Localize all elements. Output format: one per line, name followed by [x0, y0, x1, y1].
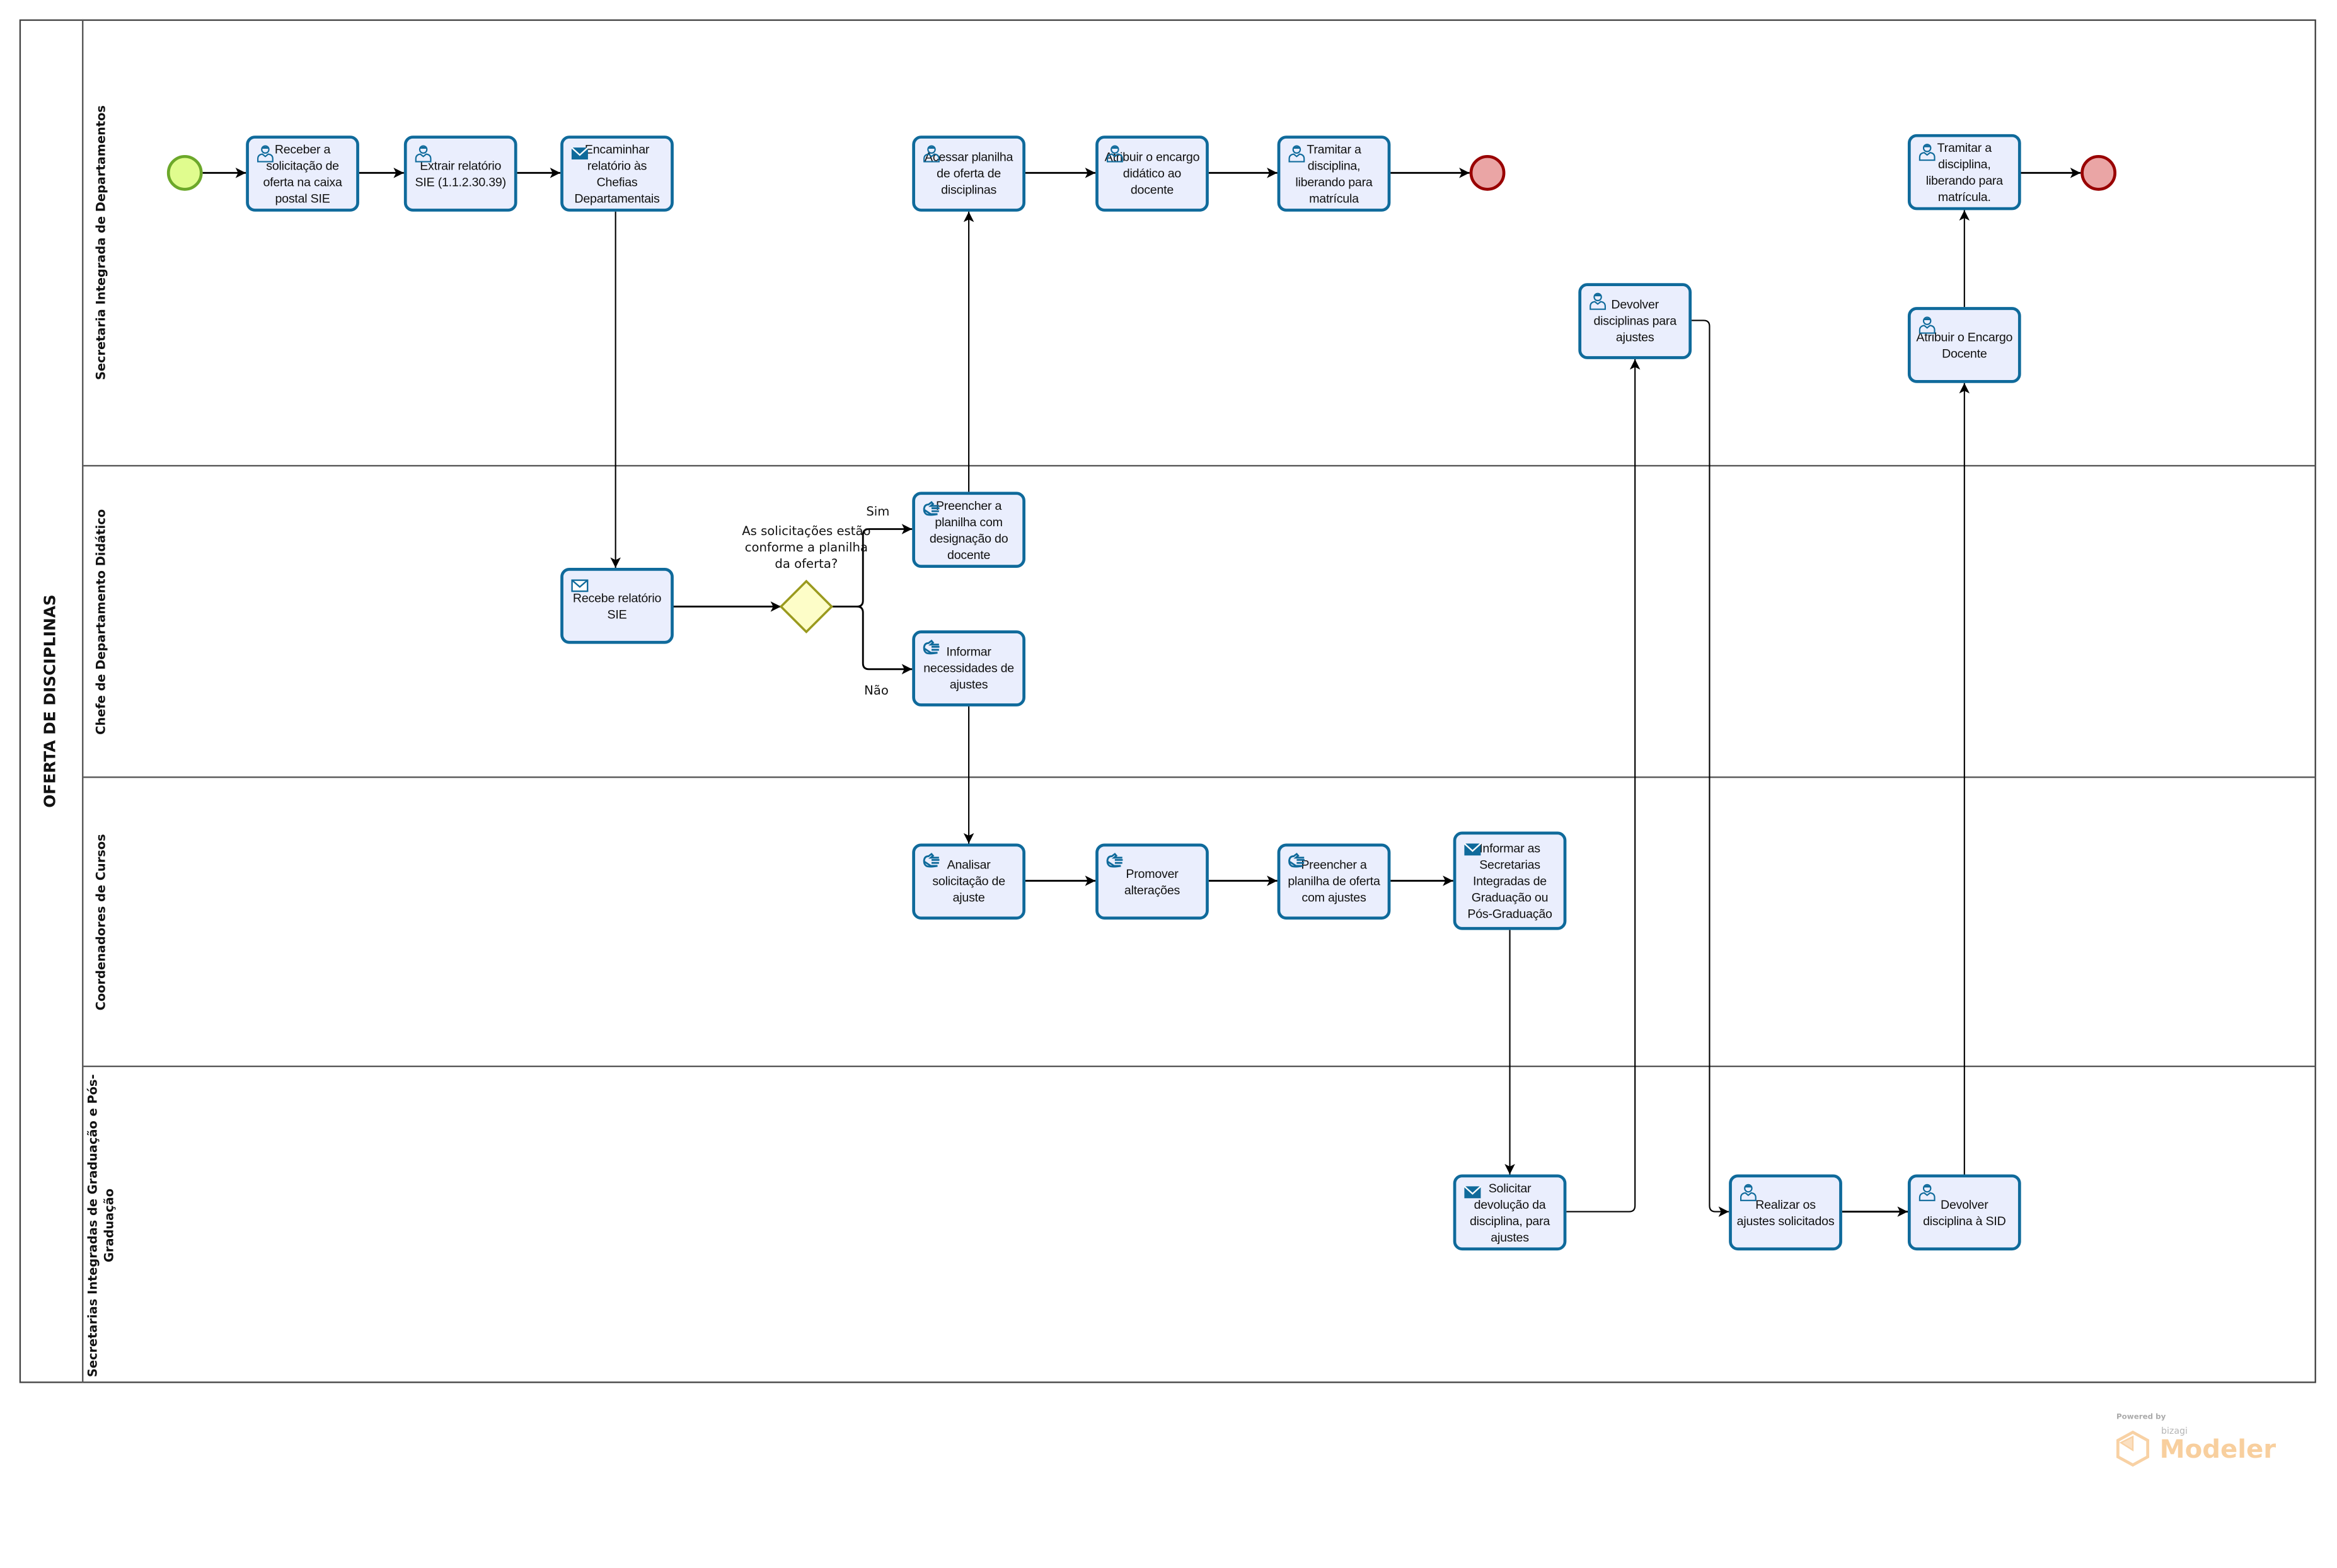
pool — [19, 19, 2316, 1383]
hand-icon — [1288, 853, 1305, 870]
task-tramitar-disciplina-2[interactable]: Tramitar a disciplina, liberando para ma… — [1907, 134, 2021, 210]
lane-secretaria-departamentos — [83, 20, 2316, 467]
user-icon — [923, 144, 940, 162]
flow-devolver-to-realizar[interactable] — [1692, 320, 1729, 1217]
task-atribuir-encargo[interactable]: Atribuir o encargo didático ao docente — [1095, 135, 1209, 212]
modeler-text: Modeler — [2159, 1435, 2276, 1465]
exclusive-gateway[interactable] — [779, 579, 834, 634]
task-tramitar-disciplina[interactable]: Tramitar a disciplina, liberando para ma… — [1277, 135, 1391, 212]
hand-icon — [923, 639, 940, 657]
user-icon — [1918, 143, 1936, 161]
task-preencher-planilha-ajustes[interactable]: Preencher a planilha de oferta com ajust… — [1277, 843, 1391, 920]
flow-gateway-nao[interactable] — [857, 606, 913, 675]
bizagi-modeler-logo: Powered by bizagi Modeler — [2113, 1411, 2277, 1478]
user-icon — [414, 144, 432, 162]
user-icon — [1918, 316, 1936, 333]
pool-header: OFERTA DE DISCIPLINAS — [20, 19, 84, 1383]
user-icon — [1589, 292, 1607, 310]
task-solicitar-devolucao[interactable]: Solicitar devolução da disciplina, para … — [1453, 1174, 1567, 1251]
powered-by-text: Powered by — [2116, 1412, 2166, 1422]
user-icon — [1740, 1184, 1757, 1201]
task-informar-secretarias[interactable]: Informar as Secretarias Integradas de Gr… — [1453, 831, 1567, 930]
user-icon — [1918, 1184, 1936, 1201]
gateway-yes-label: Sim — [866, 504, 890, 519]
task-atribuir-encargo-docente[interactable]: Atribuir o Encargo Docente — [1907, 307, 2021, 383]
hand-icon — [923, 501, 940, 519]
task-acessar-planilha[interactable]: Acessar planilha de oferta de disciplina… — [912, 135, 1025, 212]
task-encaminhar-relatorio[interactable]: Encaminhar relatório às Chefias Departam… — [560, 135, 674, 212]
user-icon — [1288, 144, 1305, 162]
envelope-outline-icon — [571, 577, 589, 594]
gateway-question: As solicitações estão conforme a planilh… — [742, 523, 871, 571]
task-promover-alteracoes[interactable]: Promover alterações — [1095, 843, 1209, 920]
task-analisar-solicitacao[interactable]: Analisar solicitação de ajuste — [912, 843, 1025, 920]
task-recebe-relatorio[interactable]: Recebe relatório SIE — [560, 567, 674, 644]
end-event[interactable] — [2080, 154, 2117, 191]
envelope-filled-icon — [571, 144, 589, 162]
cube-logo-icon — [2116, 1430, 2150, 1467]
task-informar-necessidades[interactable]: Informar necessidades de ajustes — [912, 630, 1025, 706]
task-receber-solicitacao[interactable]: Receber a solicitação de oferta na caixa… — [246, 135, 359, 212]
task-extrair-relatorio[interactable]: Extrair relatório SIE (1.1.2.30.39) — [403, 135, 517, 212]
task-preencher-planilha-docente[interactable]: Preencher a planilha com designação do d… — [912, 492, 1025, 568]
start-event[interactable] — [166, 154, 203, 191]
envelope-filled-icon — [1463, 841, 1481, 858]
lane-coordenadores — [83, 778, 2316, 1068]
task-devolver-disciplinas[interactable]: Devolver disciplinas para ajustes — [1578, 283, 1692, 359]
hand-icon — [923, 853, 940, 870]
end-event[interactable] — [1469, 154, 1506, 191]
hand-icon — [1106, 853, 1124, 870]
task-devolver-disciplina-sid[interactable]: Devolver disciplina à SID — [1907, 1174, 2021, 1251]
gateway-no-label: Não — [864, 683, 889, 698]
user-icon — [1106, 144, 1124, 162]
flow-solicitar-to-devolver[interactable] — [1566, 359, 1641, 1213]
lane-chefe-departamento — [83, 466, 2316, 778]
task-realizar-ajustes[interactable]: Realizar os ajustes solicitados — [1729, 1174, 1842, 1251]
envelope-filled-icon — [1463, 1184, 1481, 1201]
user-icon — [257, 144, 274, 162]
bizagi-text: bizagi — [2161, 1426, 2188, 1437]
